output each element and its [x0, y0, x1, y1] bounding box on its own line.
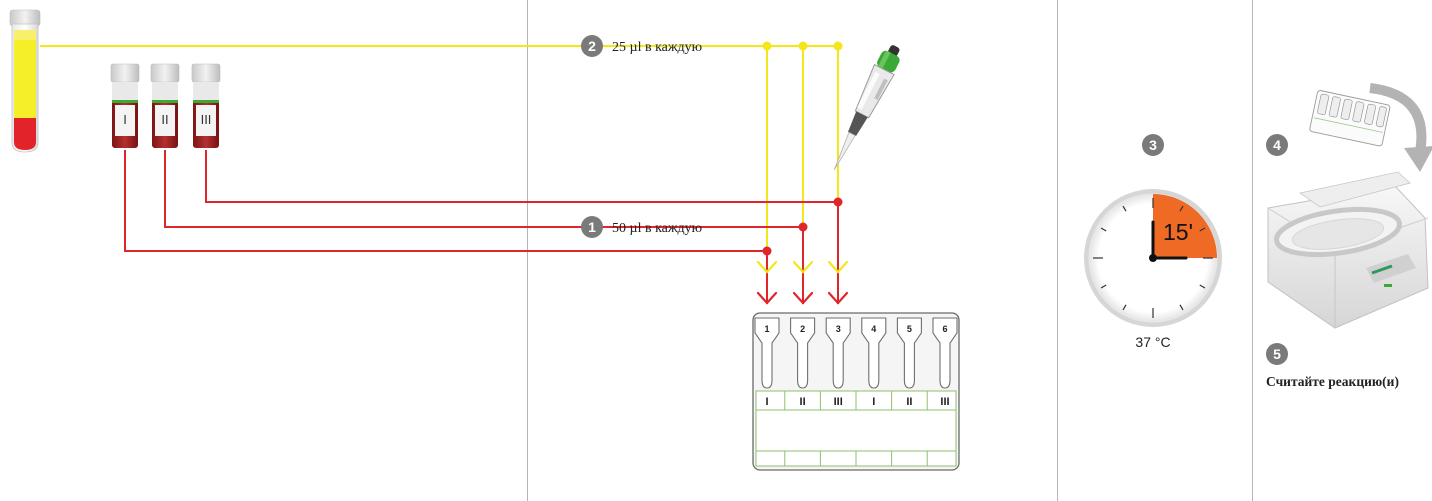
- card-well: [896, 317, 922, 389]
- step-2-badge: [581, 35, 603, 57]
- step-5-label: Считайте реакцию(и): [1266, 374, 1399, 389]
- rotate-arrow-icon: [1369, 83, 1432, 172]
- step-2-label: 25 µl в каждую: [612, 40, 702, 55]
- card-well: [790, 317, 816, 389]
- clock-tick: [1122, 304, 1127, 311]
- card-well: [754, 317, 780, 389]
- well-number: 3: [836, 324, 841, 334]
- vial-label: II: [161, 112, 168, 127]
- step-3-badge: [1142, 134, 1164, 156]
- step-1-badge: [581, 216, 603, 238]
- well-number: 5: [907, 324, 912, 334]
- well-label: II: [800, 396, 806, 408]
- step-2-number: 2: [588, 38, 596, 54]
- step-1-label: 50 µl в каждую: [612, 221, 702, 236]
- arrow-down-icon: [756, 260, 849, 305]
- card-well: [861, 317, 887, 389]
- clock-tick: [1100, 227, 1107, 232]
- pipette-icon: [833, 45, 900, 171]
- vial-I: [110, 63, 140, 148]
- step-5-number: 5: [1273, 346, 1281, 362]
- well-label: I: [765, 396, 768, 408]
- step-5-badge: [1266, 343, 1288, 365]
- well-label: I: [872, 396, 875, 408]
- well-number: 1: [764, 324, 769, 334]
- well-label: III: [940, 396, 949, 408]
- centrifuge-icon: [1267, 171, 1429, 329]
- temperature-label: 37 °C: [1135, 334, 1170, 350]
- step-1-number: 1: [588, 219, 596, 235]
- step-4-number: 4: [1273, 137, 1281, 153]
- well-number: 2: [800, 324, 805, 334]
- clock-tick: [1199, 284, 1206, 289]
- vial-III: [191, 63, 221, 148]
- step-3-number: 3: [1149, 137, 1157, 153]
- clock-tick: [1100, 284, 1107, 289]
- well-label: III: [834, 396, 843, 408]
- yellow-junction-dot: [762, 41, 843, 51]
- card-well: [932, 317, 958, 389]
- timer-label: 15': [1163, 219, 1193, 245]
- vial-II: [150, 63, 180, 148]
- clock-tick: [1199, 227, 1206, 232]
- clock-tick: [1179, 304, 1184, 311]
- well-number: 6: [942, 324, 947, 334]
- clock-icon: [1084, 189, 1222, 327]
- vial-label: I: [123, 112, 127, 127]
- well-label: II: [906, 396, 912, 408]
- blood-tube-icon: [9, 9, 41, 153]
- clock-tick: [1179, 205, 1184, 212]
- vial-label: III: [201, 112, 212, 127]
- red-junction-dot: [762, 197, 843, 256]
- step-4-badge: [1266, 134, 1288, 156]
- card-well: [825, 317, 851, 389]
- well-number: 4: [871, 324, 876, 334]
- red-flow-line: [124, 150, 839, 304]
- clock-tick: [1122, 205, 1127, 212]
- mini-card-icon: [1309, 90, 1391, 147]
